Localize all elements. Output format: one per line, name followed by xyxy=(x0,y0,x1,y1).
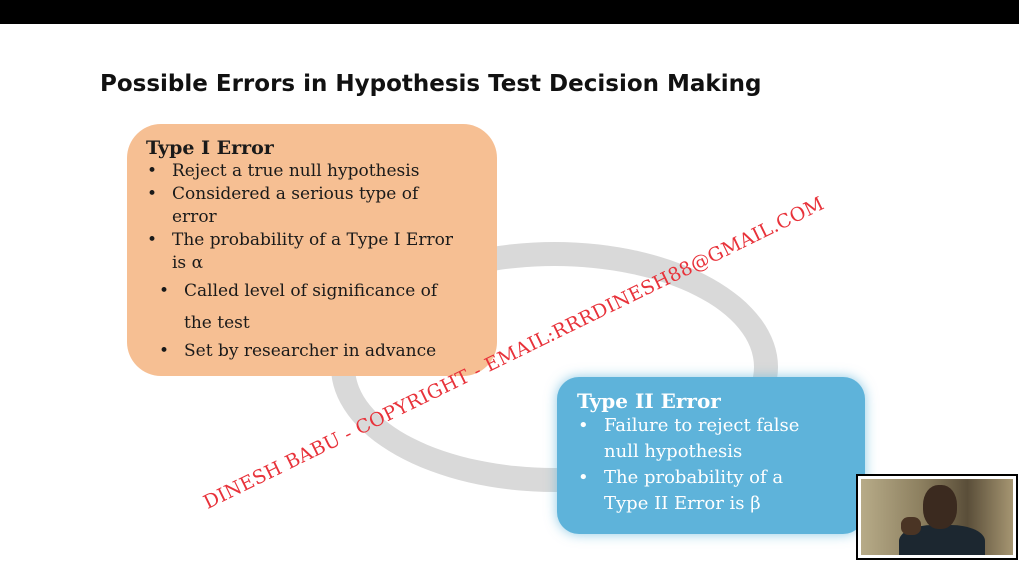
list-item: Failure to reject false null hypothesis xyxy=(577,413,834,465)
type-2-error-title: Type II Error xyxy=(577,389,721,413)
webcam-feed xyxy=(861,479,1013,555)
presenter-hand xyxy=(901,517,921,535)
list-item: The probability of a Type II Error is β xyxy=(577,465,814,517)
type-2-error-list: Failure to reject false null hypothesis … xyxy=(577,413,849,517)
sub-list-item: Called level of significance of the test xyxy=(158,275,464,339)
type-1-error-list: Reject a true null hypothesis Considered… xyxy=(146,160,479,363)
video-top-bar xyxy=(0,0,1019,24)
slide-title: Possible Errors in Hypothesis Test Decis… xyxy=(100,71,762,97)
presenter-head xyxy=(923,485,957,529)
list-item: Considered a serious type of error xyxy=(146,183,462,229)
list-item: Reject a true null hypothesis xyxy=(146,160,479,183)
type-2-error-box: Type II Error Failure to reject false nu… xyxy=(557,377,865,534)
type-1-error-title: Type I Error xyxy=(146,137,274,159)
webcam-overlay xyxy=(856,474,1018,560)
sub-list-item: Set by researcher in advance xyxy=(158,339,479,363)
list-item: The probability of a Type I Error is α xyxy=(146,229,472,275)
type-1-error-box: Type I Error Reject a true null hypothes… xyxy=(127,124,497,376)
